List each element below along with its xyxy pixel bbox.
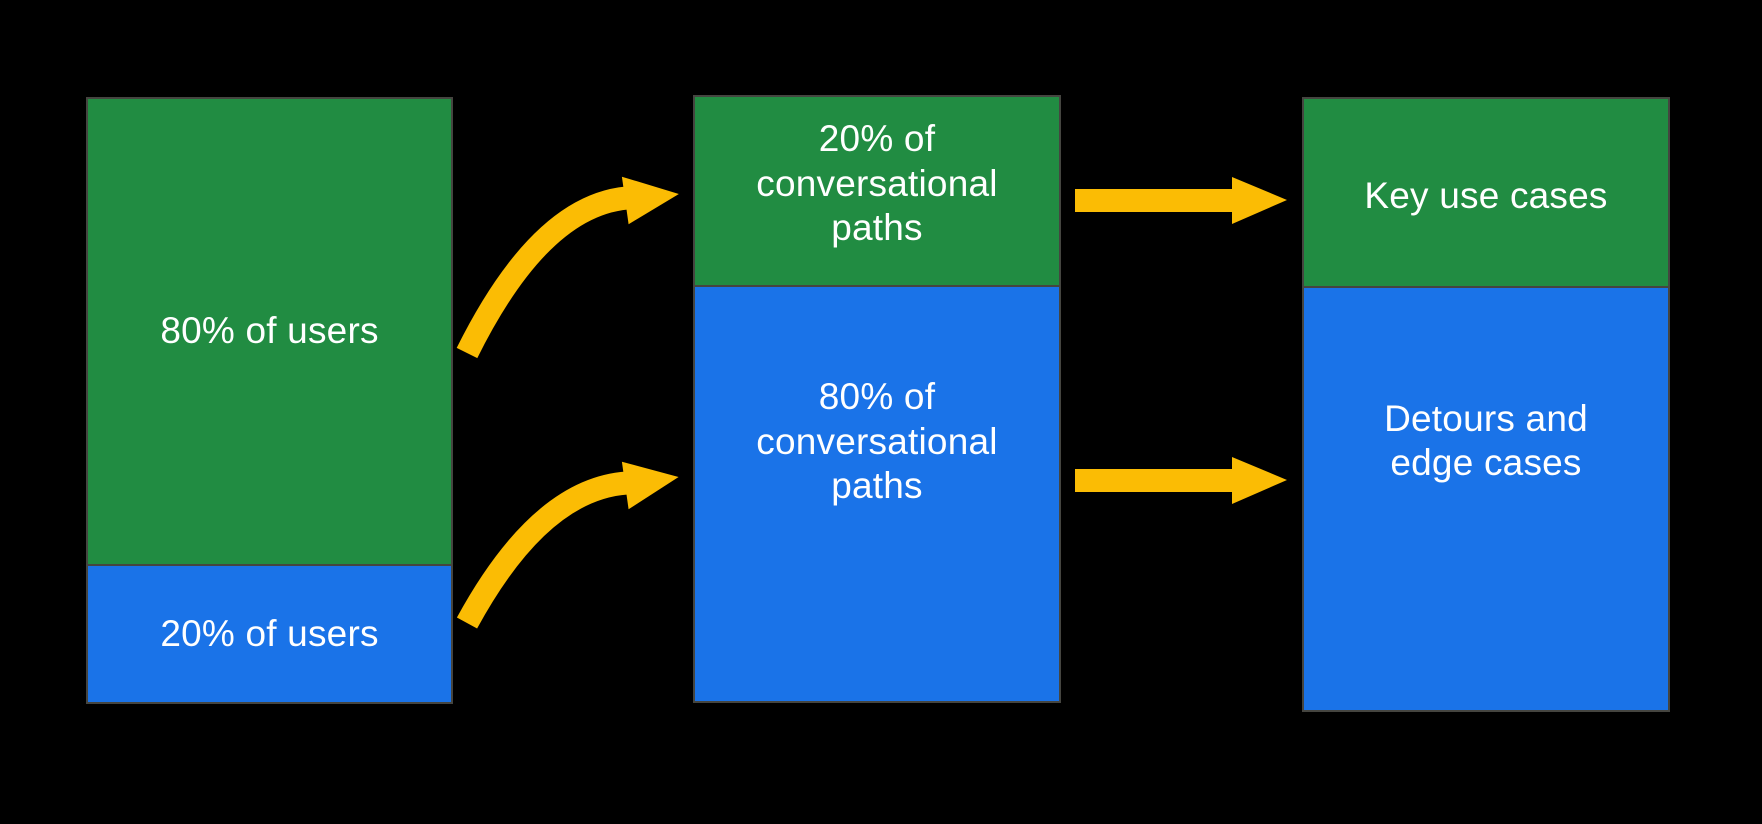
segment-paths-20pct-label: 20% of conversational paths: [756, 118, 998, 249]
straight-arrow-paths80-to-detours-icon: [1075, 457, 1287, 504]
segment-paths-80pct: 80% of conversational paths: [695, 287, 1059, 701]
straight-arrow-paths20-to-key-use-cases-icon: [1075, 177, 1287, 224]
segment-users-20pct: 20% of users: [88, 566, 451, 702]
segment-users-80pct: 80% of users: [88, 99, 451, 566]
bar-users: 80% of users 20% of users: [86, 97, 453, 704]
segment-key-use-cases-label: Key use cases: [1364, 175, 1608, 217]
bar-outcomes: Key use cases Detours and edge cases: [1302, 97, 1670, 712]
segment-users-20pct-label: 20% of users: [160, 612, 379, 654]
segment-paths-20pct: 20% of conversational paths: [695, 97, 1059, 287]
segment-key-use-cases: Key use cases: [1304, 99, 1668, 288]
bar-conversational-paths: 20% of conversational paths 80% of conve…: [693, 95, 1061, 703]
curved-arrow-users80-to-paths20-icon: [456, 176, 679, 359]
segment-detours-edge-cases-label: Detours and edge cases: [1384, 397, 1588, 483]
segment-paths-80pct-label: 80% of conversational paths: [756, 376, 998, 507]
segment-users-80pct-label: 80% of users: [160, 310, 379, 352]
curved-arrow-users20-to-paths80-icon: [456, 461, 679, 629]
segment-detours-edge-cases: Detours and edge cases: [1304, 288, 1668, 710]
